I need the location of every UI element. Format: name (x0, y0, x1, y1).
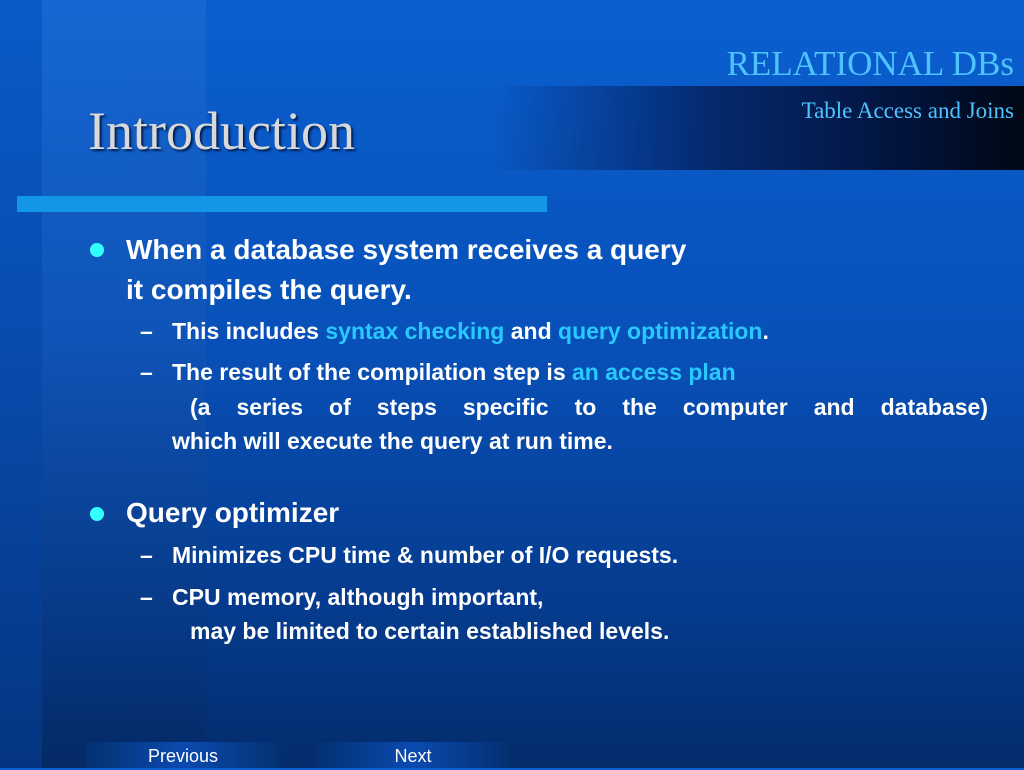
sub-text: The result of the compilation step is (172, 359, 572, 385)
header-band (490, 86, 1024, 170)
next-button[interactable]: Next (315, 742, 511, 768)
sub-bullet-1-2-line-3: which will execute the query at run time… (172, 428, 613, 454)
background-stripe-left (0, 0, 42, 768)
sub-bullet-2-2-line-1: CPU memory, although important, (172, 584, 544, 610)
bullet-1-line-1: When a database system receives a query (126, 234, 687, 265)
bullet-1-line-2: it compiles the query. (126, 274, 412, 305)
sub-text: . (762, 318, 769, 344)
sub-bullet-1-2-line-2: (a series of steps specific to the compu… (190, 394, 988, 420)
highlight-query-optimization: query optimization (558, 318, 763, 344)
title-underline-bar (17, 196, 547, 212)
dash-icon: – (140, 542, 153, 568)
dash-icon: – (140, 584, 153, 610)
brand-subtitle: Table Access and Joins (801, 98, 1014, 123)
sub-bullet-2-1: Minimizes CPU time & number of I/O reque… (172, 542, 679, 568)
sub-text: This includes (172, 318, 326, 344)
background-stripe-middle (42, 0, 206, 768)
bullet-dot-icon (90, 243, 104, 257)
page-title: Introduction (88, 101, 355, 161)
sub-text: and (504, 318, 559, 344)
bullet-dot-icon (90, 507, 104, 521)
bullet-2-line-1: Query optimizer (126, 497, 340, 528)
previous-button[interactable]: Previous (85, 742, 281, 768)
highlight-access-plan: an access plan (572, 359, 736, 385)
highlight-syntax-checking: syntax checking (325, 318, 505, 344)
brand-title: RELATIONAL DBs (726, 44, 1014, 83)
sub-bullet-1-1: This includes syntax checking and query … (172, 314, 769, 348)
sub-bullet-2-2-line-2: may be limited to certain established le… (190, 618, 670, 644)
sub-bullet-1-2: The result of the compilation step is an… (172, 355, 736, 389)
dash-icon: – (140, 318, 153, 344)
dash-icon: – (140, 359, 153, 385)
